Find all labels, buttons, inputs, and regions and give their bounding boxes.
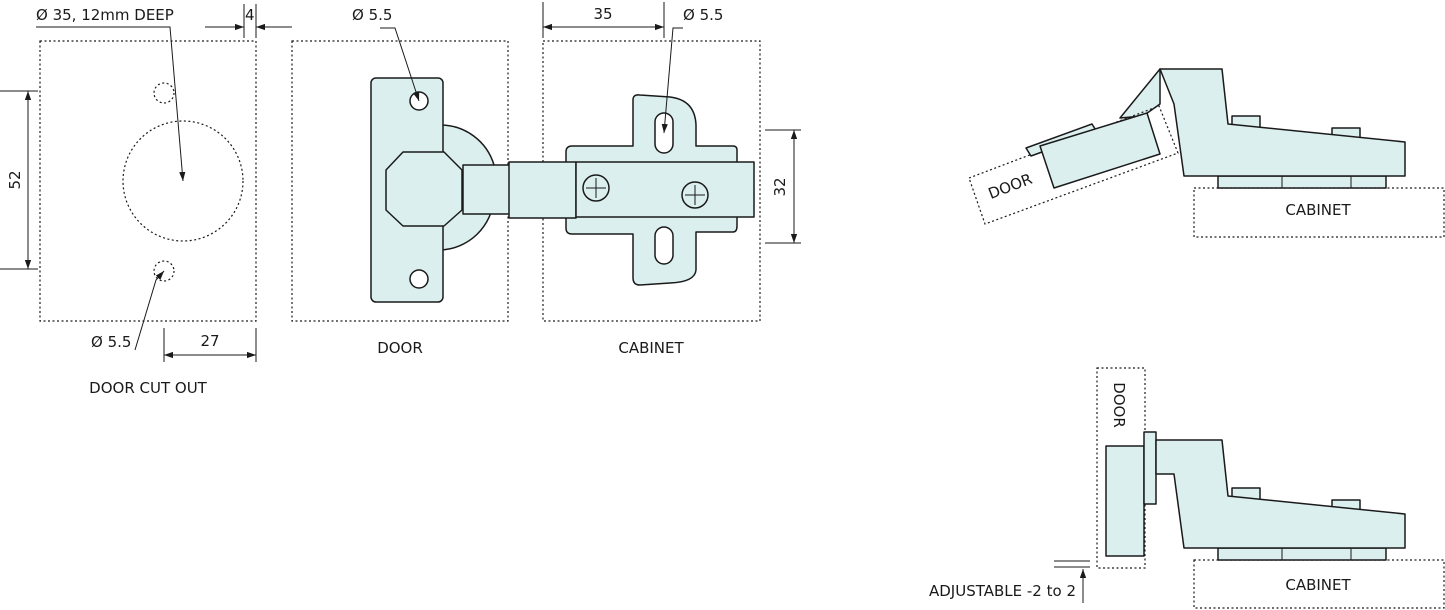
cup-hole-label: Ø 35, 12mm DEEP <box>36 6 174 24</box>
hinge-arm-neck <box>462 164 511 215</box>
plate-spacing-label: 35 <box>593 5 612 23</box>
closed-mounting-base <box>1217 547 1387 561</box>
hole-spacing-label: 52 <box>6 170 24 189</box>
adjust-screw-icon <box>582 174 610 202</box>
open-hinge-arm <box>1159 68 1406 177</box>
closed-cup-flange <box>1143 431 1157 505</box>
cup-hole-leader <box>36 26 186 182</box>
cutout-center-label: 27 <box>200 332 219 350</box>
cup-boss <box>385 151 463 227</box>
edge-offset-label: 4 <box>245 6 255 24</box>
open-hinge-link <box>1119 68 1161 119</box>
plate-screw-label: Ø 5.5 <box>683 6 723 24</box>
hinge-front-view: Ø 5.5 35 Ø 5.5 32 DOOR CABINET <box>291 2 801 357</box>
plate-bottom-slot <box>654 226 674 265</box>
door-cutout-caption: DOOR CUT OUT <box>89 379 208 397</box>
cutout-screw-label: Ø 5.5 <box>91 333 131 351</box>
open-cabinet-label: CABINET <box>1285 201 1351 219</box>
closed-hinge-cup <box>1105 445 1145 557</box>
open-mounting-base <box>1217 175 1387 189</box>
cabinet-view-caption: CABINET <box>618 339 684 357</box>
adjustable-label: ADJUSTABLE -2 to 2 <box>929 582 1076 600</box>
closed-cabinet-outline <box>1193 559 1445 609</box>
closed-hinge-arm <box>1155 439 1406 549</box>
door-cutout-outline <box>39 40 257 322</box>
plate-screw-leader <box>661 27 683 134</box>
bottom-screw-hole <box>153 260 175 282</box>
closed-hinge-side-view: DOOR CABINET ADJUSTABLE -2 to 2 <box>929 367 1445 609</box>
door-screw-leader <box>380 27 420 102</box>
door-view-caption: DOOR <box>377 339 423 357</box>
closed-door-label: DOOR <box>1110 382 1128 428</box>
cup-hole-circle <box>122 120 244 242</box>
door-screw-label: Ø 5.5 <box>352 6 392 24</box>
top-screw-hole <box>153 82 175 104</box>
cabinet-panel-outline <box>542 40 761 322</box>
closed-door-outline <box>1096 367 1146 569</box>
open-door-label: DOOR <box>986 170 1035 203</box>
wing-bottom-screw-hole <box>409 269 429 289</box>
cutout-screw-leader <box>134 270 165 351</box>
open-hinge-side-view: CABINET DOOR <box>968 68 1445 238</box>
open-cabinet-outline <box>1193 187 1445 238</box>
fixing-screw-icon <box>681 181 709 209</box>
plate-height-label: 32 <box>771 177 789 196</box>
closed-cabinet-label: CABINET <box>1285 576 1351 594</box>
open-hinge-cup <box>1039 112 1161 189</box>
hinge-arm-body <box>508 161 577 219</box>
door-cutout-view: Ø 35, 12mm DEEP 4 52 Ø 5.5 27 DOOR CUT O… <box>0 4 292 397</box>
